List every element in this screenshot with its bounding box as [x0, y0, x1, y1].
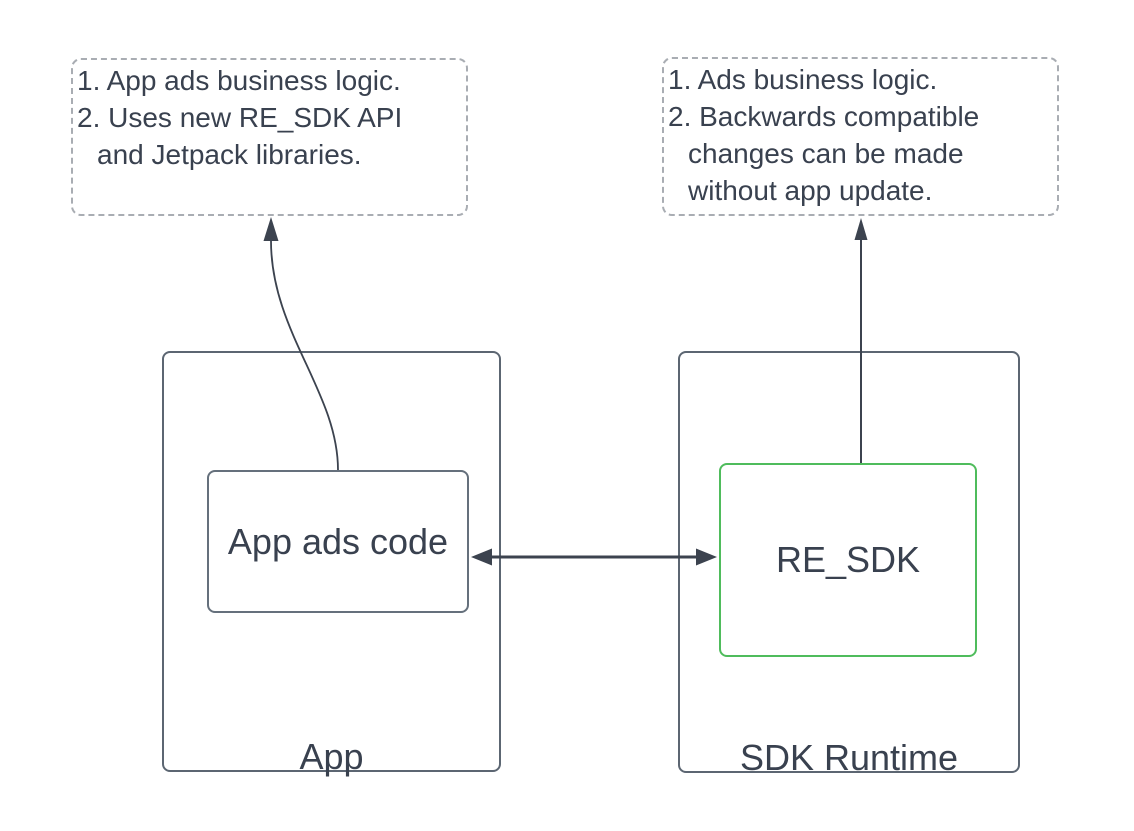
sdk-runtime-container: SDK Runtime: [678, 351, 1020, 777]
note-box-sdk: 1. Ads business logic. 2. Backwards comp…: [662, 57, 1059, 216]
arrowhead-up-icon: [263, 217, 279, 241]
note-line: 1. Ads business logic.: [668, 64, 938, 95]
app-container-label: App: [299, 736, 364, 777]
sdk-runtime-container-label: SDK Runtime: [739, 737, 959, 778]
arrowhead-up-icon: [854, 218, 868, 240]
note-line: without app update.: [688, 175, 933, 206]
note-box-app: 1. App ads business logic. 2. Uses new R…: [71, 58, 468, 216]
re-sdk-node: RE_SDK: [719, 463, 977, 657]
re-sdk-label: RE_SDK: [775, 539, 921, 580]
note-line: 2. Backwards compatible: [668, 101, 980, 132]
app-ads-code-label: App ads code: [227, 520, 449, 562]
app-ads-code-node: App ads code: [207, 470, 469, 613]
note-line: changes can be made: [688, 138, 964, 169]
note-line: 1. App ads business logic.: [77, 65, 401, 96]
note-line: and Jetpack libraries.: [97, 139, 362, 170]
note-line: 2. Uses new RE_SDK API: [77, 102, 403, 133]
